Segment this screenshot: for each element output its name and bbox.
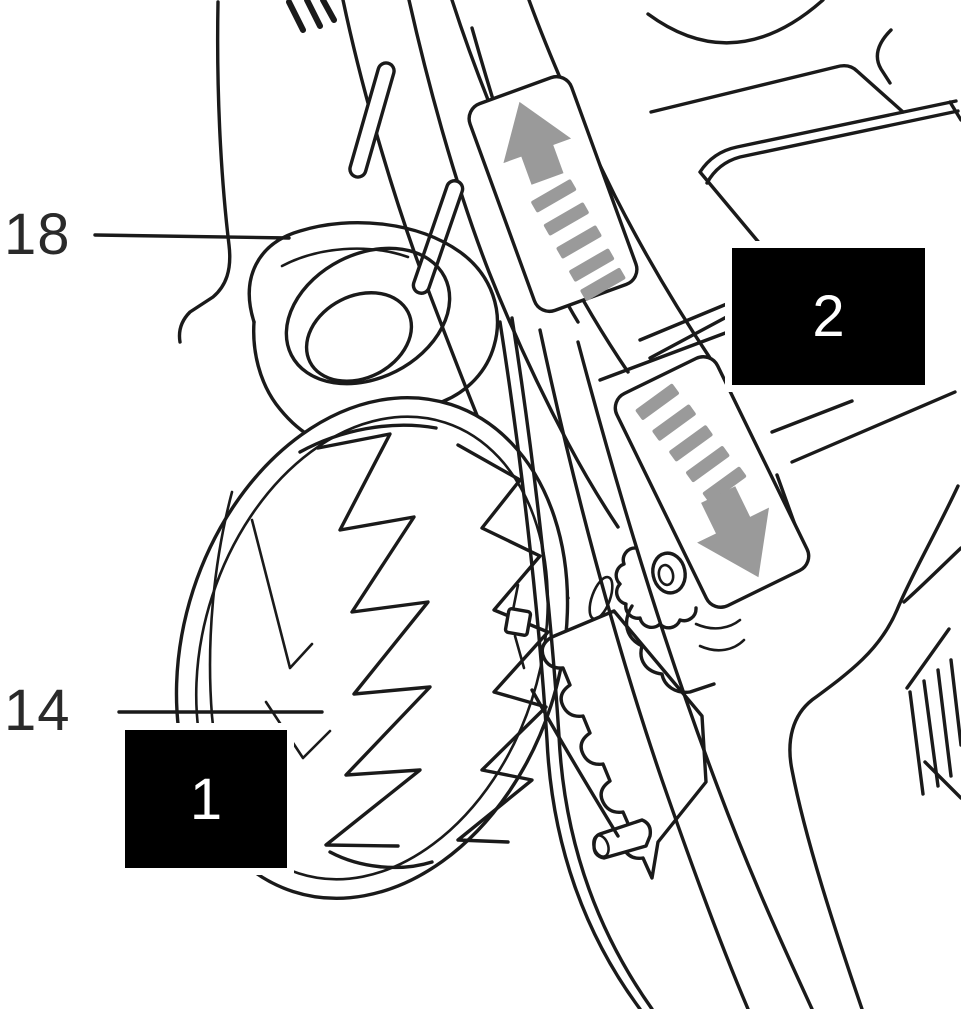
knob-hub-ring xyxy=(651,551,687,595)
pivot-knob xyxy=(614,546,746,694)
rack-arm xyxy=(530,688,620,838)
down-arrow-icon xyxy=(697,486,769,578)
deck-hook xyxy=(875,28,893,85)
knob-hub-dot xyxy=(657,563,675,587)
clip-cable xyxy=(511,583,526,670)
knob-head-left xyxy=(251,320,312,438)
callout-label-14: 14 xyxy=(4,678,71,743)
left-bracket-edge xyxy=(177,0,232,344)
up-arrow-dashes xyxy=(531,179,626,301)
lower-sticker xyxy=(613,355,811,609)
pivot-bracket xyxy=(624,604,716,694)
control-cables xyxy=(498,316,814,1009)
cable-3 xyxy=(576,340,814,1009)
raise-sticker xyxy=(467,74,639,314)
pivot-links xyxy=(694,618,746,652)
cable-1 xyxy=(498,320,642,1009)
grip-hatch-marks xyxy=(286,0,337,33)
rear-tube-right-edge xyxy=(527,0,712,360)
front-tube-right-edge xyxy=(407,0,620,529)
sidewall-arrow-marks xyxy=(250,518,332,760)
tube-slot xyxy=(411,179,465,295)
deck-edge-connector xyxy=(902,546,961,604)
peg-end-cap xyxy=(592,834,610,858)
deck-lines-below-box xyxy=(770,390,957,464)
leader-18 xyxy=(93,233,291,240)
deck-panel-edge xyxy=(649,63,905,114)
deck-side-curve xyxy=(788,484,960,1009)
vent-edges xyxy=(905,627,961,800)
deck-panel2 xyxy=(698,99,961,265)
tread-zigzag-inner xyxy=(316,432,432,848)
clip-body xyxy=(503,607,533,637)
engine-arc xyxy=(646,0,825,45)
up-arrow-icon xyxy=(503,101,572,185)
cable-clip xyxy=(503,583,533,670)
vent-bars xyxy=(908,658,961,796)
tread-band-top xyxy=(298,423,438,454)
knob-hole xyxy=(304,291,414,383)
knob-ring xyxy=(284,246,452,386)
rear-tube-end-edges xyxy=(638,299,736,360)
callout-box-2: 2 xyxy=(725,241,932,392)
callout-box-1: 1 xyxy=(118,723,294,875)
cable-1b xyxy=(510,316,654,1009)
leader-lines xyxy=(93,233,730,714)
callout-label-18: 18 xyxy=(4,202,71,267)
vent-grille xyxy=(905,627,961,800)
knob-highlight-arc xyxy=(280,247,410,268)
cable-2 xyxy=(538,328,750,1009)
tread-band-bottom xyxy=(328,850,434,870)
height-rack xyxy=(530,575,708,880)
tube-slot xyxy=(348,61,396,179)
down-arrow-dashes xyxy=(635,383,747,503)
leader-box2 xyxy=(598,330,730,382)
